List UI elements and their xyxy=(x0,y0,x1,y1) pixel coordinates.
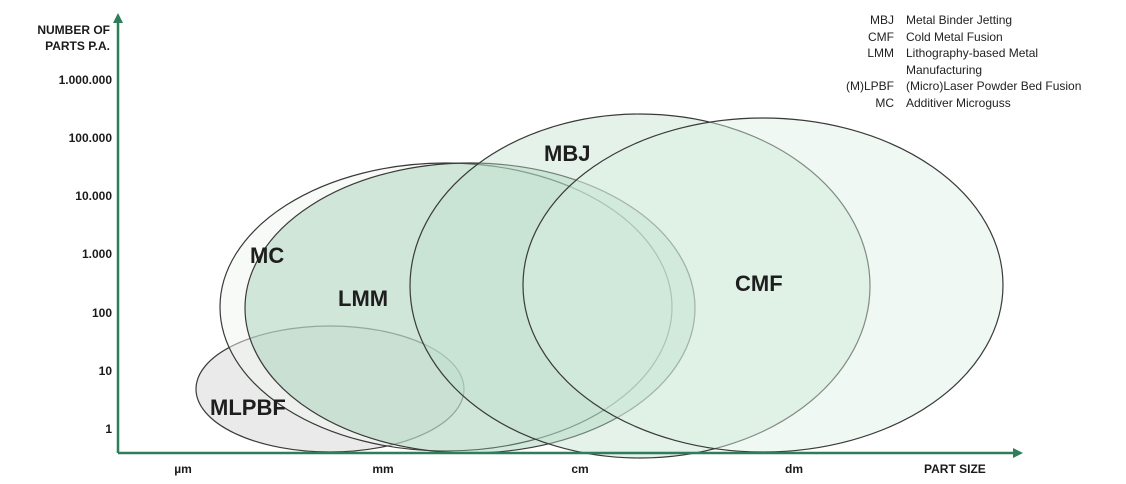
legend-abbr: (M)LPBF xyxy=(846,79,894,93)
legend-item: LMM Lithography-based Metal Manufacturin… xyxy=(820,45,1106,78)
region-mc xyxy=(219,162,673,452)
y-tick-label: 1.000 xyxy=(81,247,112,261)
x-tick-label: mm xyxy=(372,462,394,476)
legend-text: Lithography-based Metal Manufacturing xyxy=(906,46,1039,77)
y-tick-label: 1 xyxy=(105,422,112,436)
y-tick-label: 10.000 xyxy=(75,189,112,203)
x-tick-label: dm xyxy=(785,462,803,476)
region-mbj xyxy=(409,113,871,459)
legend-text: Additiver Microguss xyxy=(906,95,1011,110)
y-tick-label: 10 xyxy=(98,364,112,378)
region-label-cmf: CMF xyxy=(735,271,783,296)
region-label-lmm: LMM xyxy=(338,286,389,311)
legend-abbr: LMM xyxy=(867,46,894,60)
legend-item: (M)LPBF (Micro)Laser Powder Bed Fusion xyxy=(820,78,1106,95)
region-label-mc: MC xyxy=(250,243,285,268)
y-axis-title: NUMBER OF PARTS P.A. xyxy=(37,23,110,53)
region-label-mbj: MBJ xyxy=(544,141,591,166)
legend-text: (Micro)Laser Powder Bed Fusion xyxy=(906,79,1082,93)
x-tick-label: µm xyxy=(174,462,192,476)
x-tick-label: cm xyxy=(571,462,589,476)
legend-item: CMF Cold Metal Fusion xyxy=(820,29,1106,46)
legend-item: MC Additiver Microguss xyxy=(820,95,1106,112)
region-label-mlpbf: MLPBF xyxy=(210,395,286,420)
y-tick-label: 1.000.000 xyxy=(58,73,112,87)
legend: MBJ Metal Binder Jetting CMF Cold Metal … xyxy=(820,12,1106,111)
x-axis-title: PART SIZE xyxy=(924,462,986,476)
y-tick-label: 100 xyxy=(91,306,112,320)
y-tick-label: 100.000 xyxy=(68,131,112,145)
legend-text: Cold Metal Fusion xyxy=(906,29,1003,44)
legend-abbr: MC xyxy=(875,95,894,110)
legend-abbr: CMF xyxy=(868,29,894,44)
legend-item: MBJ Metal Binder Jetting xyxy=(820,12,1106,29)
legend-text: Metal Binder Jetting xyxy=(906,13,1013,27)
regions-layer xyxy=(195,113,1004,459)
legend-abbr: MBJ xyxy=(870,13,894,27)
